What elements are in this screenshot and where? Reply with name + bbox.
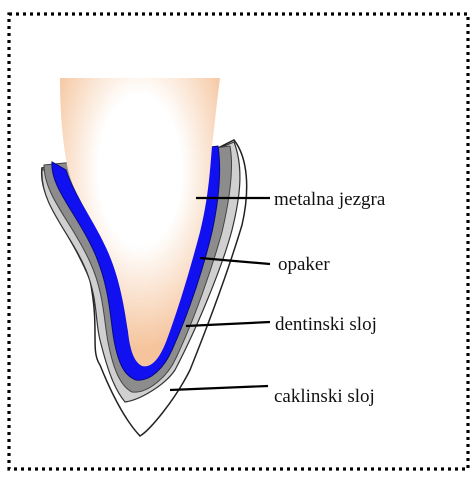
label-metal-core: metalna jezgra [274,189,386,210]
label-enamel-layer: caklinski sloj [274,386,375,407]
pointer-enamel [170,386,268,390]
label-opaquer: opaker [278,254,330,275]
label-dentin-layer: dentinski sloj [275,314,377,335]
